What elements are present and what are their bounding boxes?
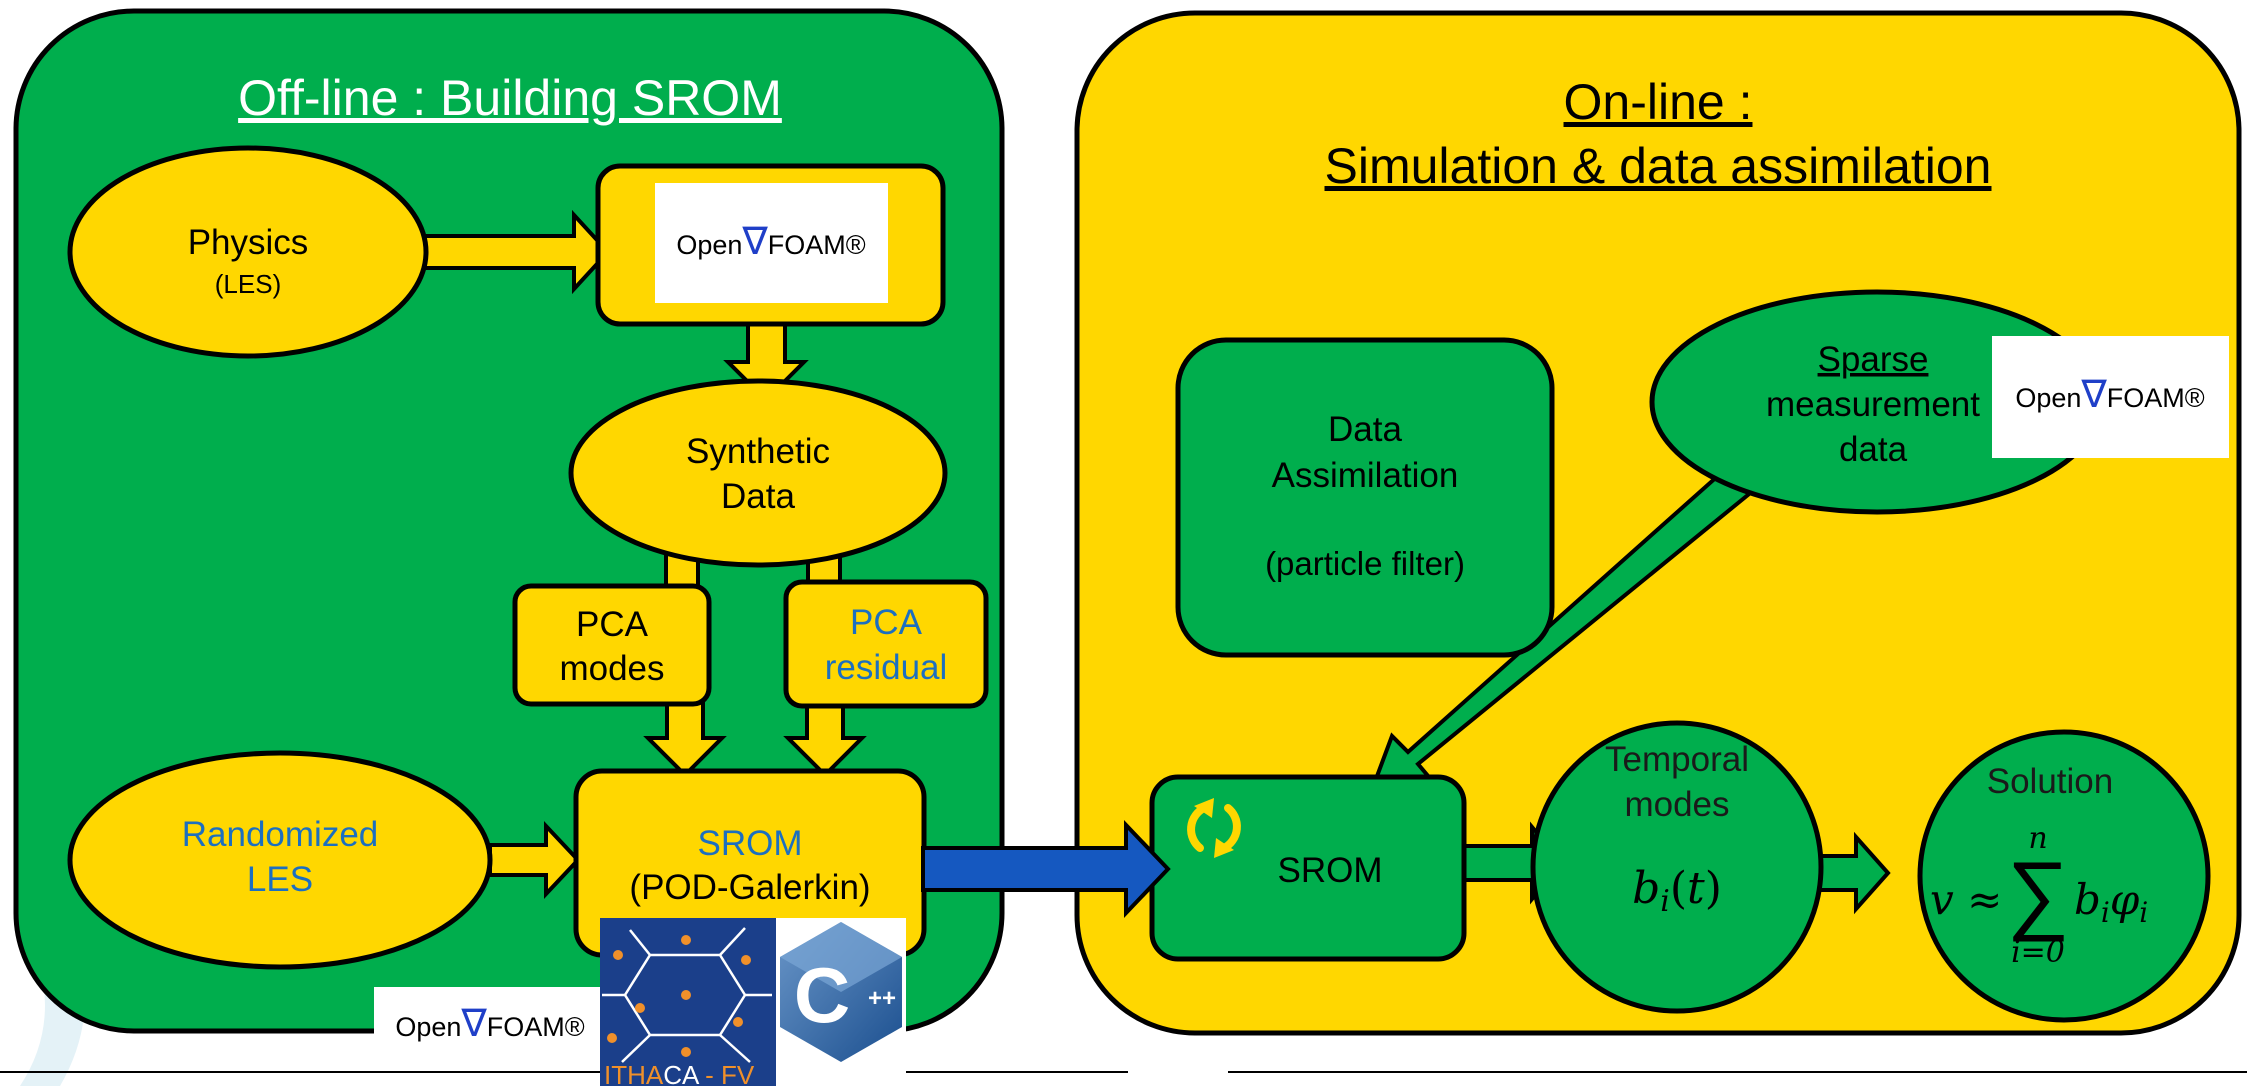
data-assimilation-label: Data: [1328, 410, 1402, 449]
data-assimilation-node: Data Assimilation (particle filter): [1175, 337, 1555, 658]
particle-filter-label: (particle filter): [1265, 545, 1465, 582]
openfoam-logo: Open∇FOAM®: [676, 221, 865, 263]
online-title-line2: Simulation & data assimilation: [1325, 138, 1992, 194]
synthetic-data-node: Synthetic Data: [568, 378, 948, 568]
refresh-cycle-icon: [1187, 798, 1241, 858]
randomized-les-node: Randomized LES: [67, 750, 493, 970]
solution-formula-left: v ≈: [1930, 875, 2002, 924]
openfoam-logo-online-text: Open∇FOAM®: [2015, 374, 2204, 416]
cpp-letter: C: [794, 951, 850, 1039]
temporal-label: Temporal: [1605, 740, 1749, 779]
arrow-randomized-to-srom: [488, 820, 581, 900]
offline-title: Off-line : Building SROM: [238, 70, 782, 126]
solution-label: Solution: [1987, 762, 2113, 801]
modes-label: modes: [1624, 785, 1729, 824]
randomized-sublabel: LES: [247, 860, 313, 899]
data-label: data: [1839, 430, 1908, 469]
sum-lower-limit: i=0: [2011, 935, 2065, 970]
temporal-modes-node: Temporal modes bi(t): [1530, 720, 1824, 1014]
temporal-formula: bi(t): [1632, 863, 1722, 919]
physics-label: Physics: [188, 223, 309, 262]
online-title-line1: On-line :: [1564, 74, 1753, 130]
pca-residual-label: PCA: [850, 603, 923, 642]
solution-node: Solution v ≈ ∑ n i=0 biφi: [1917, 729, 2211, 1023]
pca-modes-node: PCA modes: [512, 583, 712, 707]
online-panel: On-line : Simulation & data assimilation…: [1074, 10, 2242, 1036]
arrow-physics-to-openfoam: [422, 209, 611, 295]
srom-online-node: SROM: [1149, 774, 1467, 962]
pca-modes-label: PCA: [576, 605, 649, 644]
openfoam-node: Open∇FOAM®: [595, 163, 946, 327]
synthetic-label: Synthetic: [686, 432, 830, 471]
sparse-label: Sparse: [1818, 340, 1929, 379]
sparse-measurement-node: Sparse measurement data: [1649, 289, 2105, 515]
synthetic-sublabel: Data: [721, 477, 795, 516]
sum-symbol: ∑: [2007, 843, 2070, 942]
solution-formula-right: biφi: [2074, 875, 2148, 929]
openfoam-logo-online: Open∇FOAM®: [1992, 336, 2229, 458]
pca-residual-sublabel: residual: [825, 648, 948, 687]
openfoam-logo-bottom: Open∇FOAM®: [374, 987, 611, 1067]
arrow-offline-to-online: [921, 820, 1171, 918]
measurement-label: measurement: [1766, 385, 1980, 424]
randomized-label: Randomized: [182, 815, 379, 854]
cpp-plus: ++: [868, 985, 896, 1012]
ithaca-fv-text: ITHACA - FV: [604, 1060, 755, 1086]
openfoam-logo-bottom-text: Open∇FOAM®: [395, 1003, 584, 1045]
pca-modes-sublabel: modes: [559, 649, 664, 688]
pca-residual-node: PCA residual: [783, 579, 989, 709]
data-assimilation-sublabel: Assimilation: [1272, 456, 1459, 495]
sum-upper-limit: n: [2028, 821, 2047, 856]
physics-sublabel: (LES): [215, 269, 281, 299]
srom-online-label: SROM: [1278, 851, 1383, 890]
offline-panel: Off-line : Building SROM Physics (LES): [13, 8, 1005, 1034]
srom-offline-sublabel: (POD-Galerkin): [629, 868, 870, 907]
ithaca-fv-logo: ITHACA - FV: [600, 918, 776, 1086]
physics-node: Physics (LES): [67, 145, 429, 359]
arrow-pca-modes-to-srom: [643, 700, 727, 778]
cpp-logo: C ++: [776, 918, 906, 1086]
srom-offline-label: SROM: [698, 824, 803, 863]
